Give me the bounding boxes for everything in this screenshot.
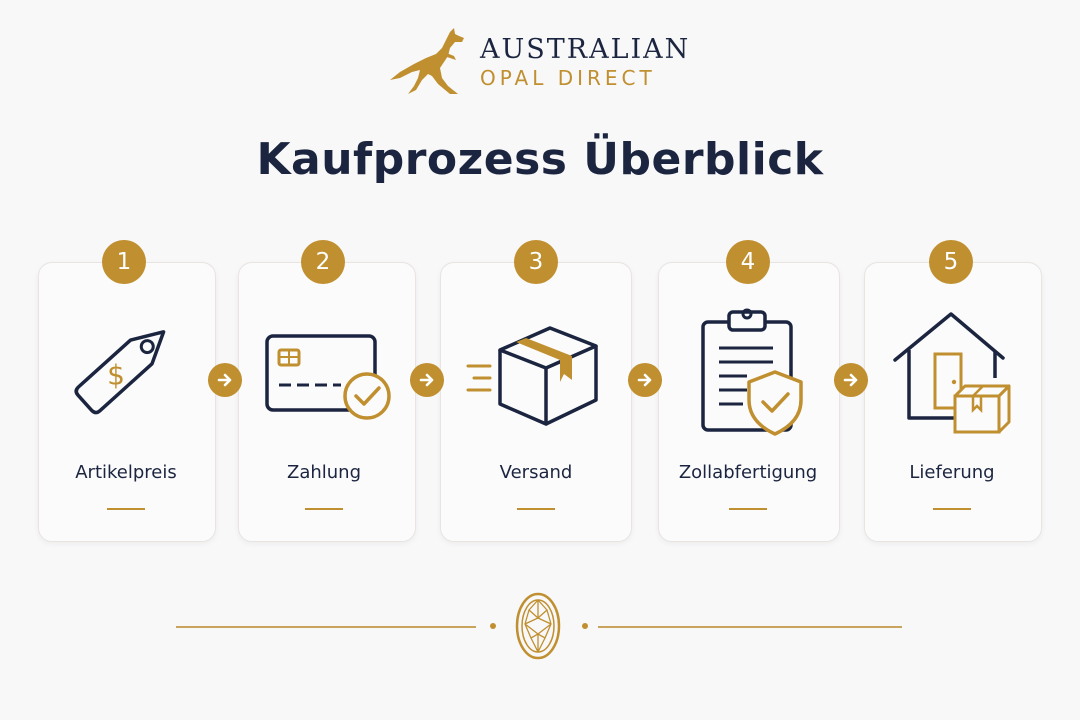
divider-dot-right [582,623,588,629]
arrow-right-icon [834,363,868,397]
step-number-2: 2 [301,240,345,284]
arrow-right-icon [410,363,444,397]
arrow-right-icon [208,363,242,397]
step-underline-4 [729,508,767,510]
step-label-3: Versand [499,462,573,483]
opal-gem-icon [515,592,561,660]
page-title: Kaufprozess Überblick [256,134,824,185]
shipping-box-icon [466,326,598,426]
brand-logo: AUSTRALIAN OPAL DIRECT [388,26,698,102]
step-number-3: 3 [514,240,558,284]
kangaroo-icon [390,28,464,94]
step-number-5: 5 [929,240,973,284]
step-label-2: Zahlung [286,462,361,483]
brand-name-line1: AUSTRALIAN [480,34,691,65]
svg-text:$: $ [107,359,125,392]
step-underline-5 [933,508,971,510]
divider-dot-left [490,623,496,629]
arrow-right-icon [628,363,662,397]
step-number-4: 4 [726,240,770,284]
step-card-3 [440,262,632,542]
step-card-5 [864,262,1042,542]
customs-clipboard-icon [701,308,803,436]
divider-line-left [176,626,476,628]
step-number-1: 1 [102,240,146,284]
brand-name-line2: OPAL DIRECT [480,66,656,90]
step-underline-3 [517,508,555,510]
credit-card-icon [265,334,391,420]
step-card-1 [38,262,216,542]
step-label-4: Zollabfertigung [678,462,818,483]
step-label-1: Artikelpreis [75,462,177,483]
step-underline-1 [107,508,145,510]
home-delivery-icon [893,312,1011,434]
step-underline-2 [305,508,343,510]
price-tag-icon: $ [74,330,166,415]
divider-line-right [598,626,902,628]
step-label-5: Lieferung [909,462,995,483]
